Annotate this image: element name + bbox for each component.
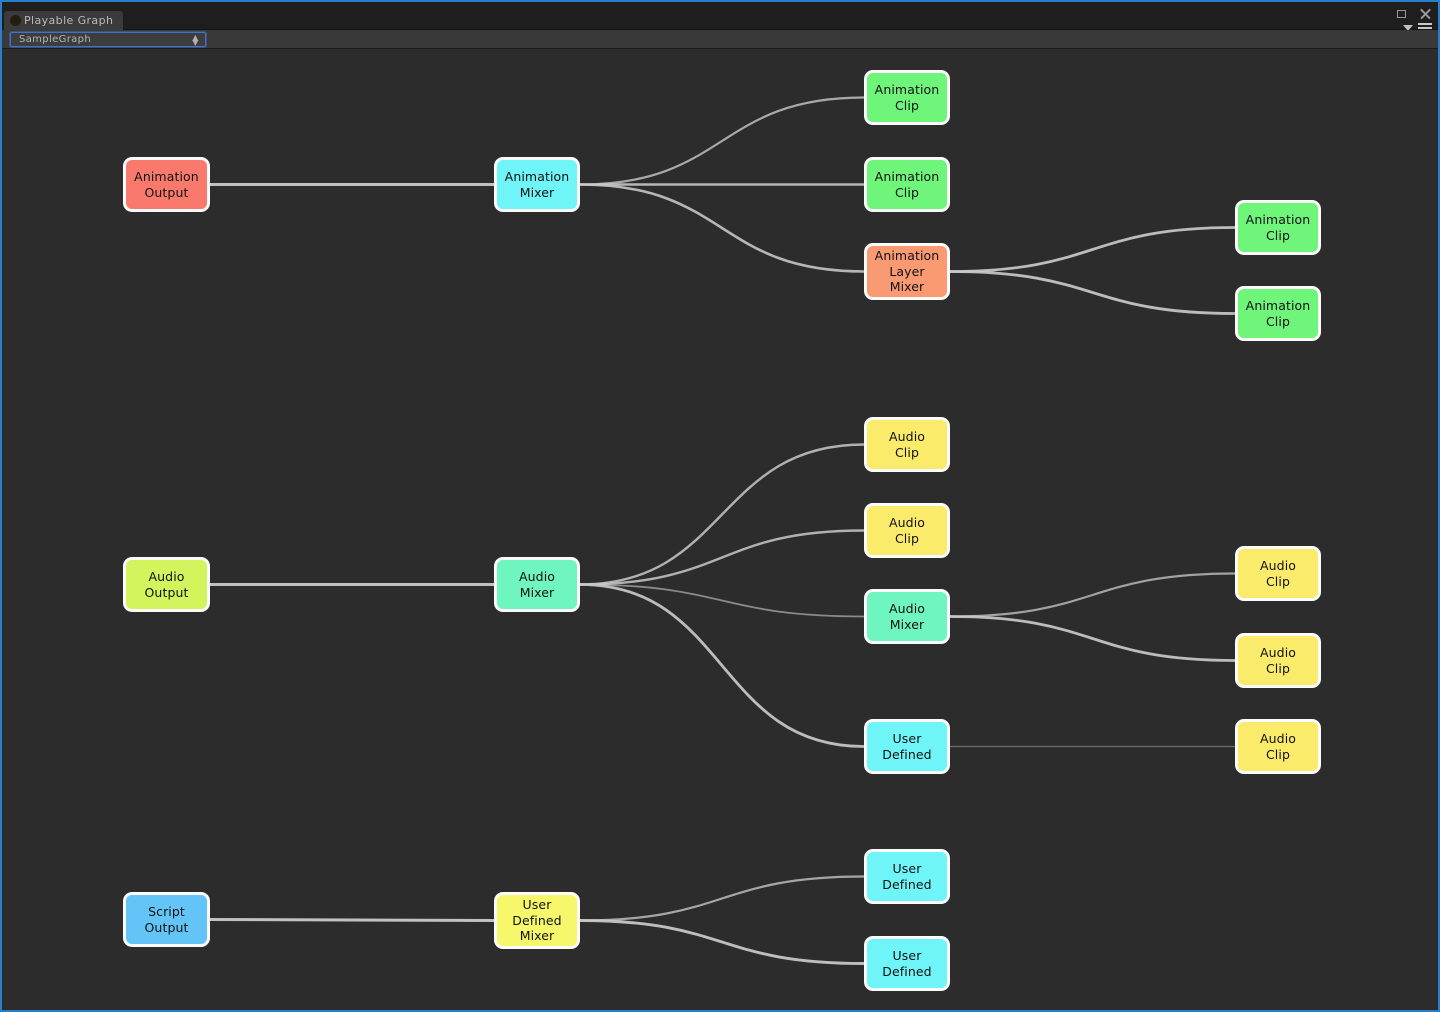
graph-edge (948, 572, 1237, 618)
graph-node-audio-clip[interactable]: Audio Clip (1235, 546, 1321, 601)
graph-node-audio-clip[interactable]: Audio Clip (864, 503, 950, 558)
graph-node-animation-clip[interactable]: Animation Clip (1235, 200, 1321, 255)
graph-edge (578, 583, 866, 748)
graph-selector-value: SampleGraph (19, 34, 92, 45)
graph-node-audio-clip[interactable]: Audio Clip (1235, 633, 1321, 688)
close-icon[interactable] (1418, 7, 1432, 21)
tab-icon (10, 15, 21, 26)
graph-selector-dropdown[interactable]: SampleGraph ▲▼ (10, 32, 206, 47)
graph-node-script-output[interactable]: Script Output (123, 892, 210, 947)
graph-edge (948, 615, 1237, 662)
graph-edge (948, 270, 1237, 315)
graph-toolbar: SampleGraph ▲▼ (2, 30, 1438, 49)
graph-node-audio-mixer[interactable]: Audio Mixer (864, 589, 950, 644)
graph-edge (578, 443, 866, 586)
graph-node-animation-clip[interactable]: Animation Clip (864, 70, 950, 125)
tab-label: Playable Graph (24, 14, 114, 27)
graph-node-animation-clip[interactable]: Animation Clip (1235, 286, 1321, 341)
graph-node-audio-output[interactable]: Audio Output (123, 557, 210, 612)
graph-edge (578, 529, 866, 586)
graph-node-user-defined[interactable]: User Defined (864, 936, 950, 991)
graph-edge (948, 226, 1237, 273)
window-titlebar: Playable Graph (2, 2, 1438, 33)
graph-edge (578, 96, 866, 186)
graph-node-user-defined[interactable]: User Defined (864, 719, 950, 774)
graph-edge (578, 919, 866, 965)
graph-node-animation-clip[interactable]: Animation Clip (864, 157, 950, 212)
graph-node-animation-mixer[interactable]: Animation Mixer (494, 157, 580, 212)
chevron-updown-icon: ▲▼ (192, 33, 199, 47)
graph-node-audio-clip[interactable]: Audio Clip (864, 417, 950, 472)
graph-node-user-defined[interactable]: User Defined (864, 849, 950, 904)
maximize-icon[interactable] (1395, 7, 1409, 21)
window-controls (1395, 7, 1432, 21)
graph-node-user-defined-mixer[interactable]: User Defined Mixer (494, 892, 580, 949)
graph-node-audio-clip[interactable]: Audio Clip (1235, 719, 1321, 774)
graph-node-animation-output[interactable]: Animation Output (123, 157, 210, 212)
filter-icon[interactable] (1403, 24, 1413, 33)
graph-node-audio-mixer[interactable]: Audio Mixer (494, 557, 580, 612)
graph-edges (208, 96, 1237, 965)
graph-edge (579, 583, 865, 618)
graph-edge (578, 875, 866, 922)
graph-node-animation-layer-mixer[interactable]: Animation Layer Mixer (864, 243, 950, 300)
tab-playable-graph[interactable]: Playable Graph (4, 11, 124, 30)
graph-edge (578, 183, 866, 273)
graph-edge (208, 918, 496, 922)
